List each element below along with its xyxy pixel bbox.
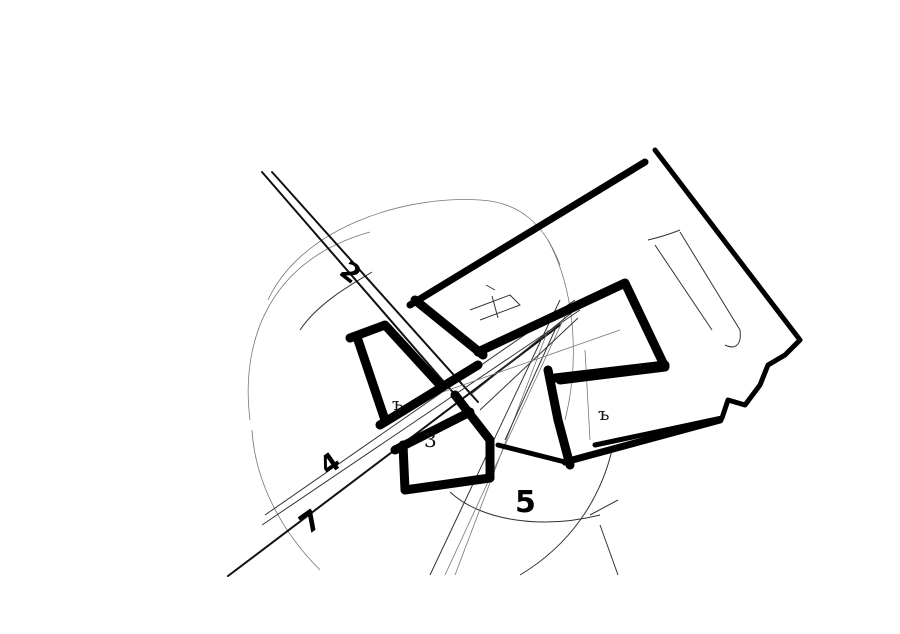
room-mark-left: ъ <box>392 394 403 415</box>
label-7: 7 <box>293 503 328 541</box>
room-mark-lower-left: 3 <box>424 428 437 452</box>
construction-lines <box>227 171 621 577</box>
building-walls <box>345 147 803 495</box>
room-marks: ъ 3 ъ <box>392 394 609 452</box>
furniture-sketches <box>469 229 741 348</box>
room-mark-right: ъ <box>598 404 609 425</box>
label-5: 5 <box>515 485 536 520</box>
label-4: 4 <box>314 447 346 482</box>
